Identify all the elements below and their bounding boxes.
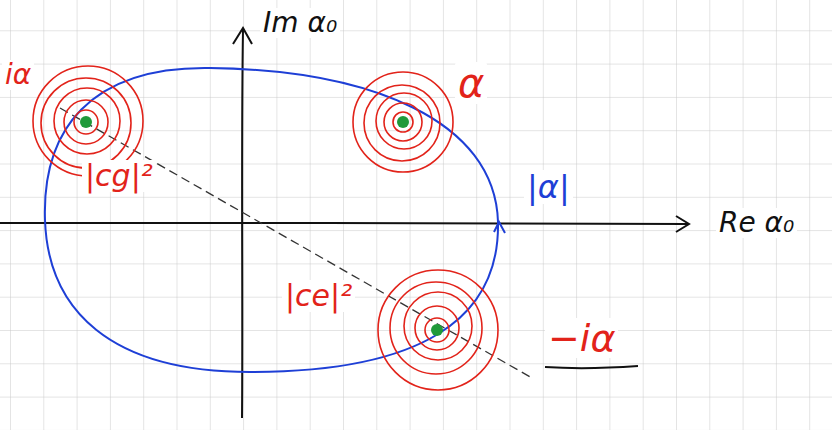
axis-arrow	[233, 28, 252, 44]
coherent-state-rings	[33, 66, 498, 390]
dashed-line	[60, 108, 532, 378]
blue-circle	[45, 68, 498, 372]
real-axis	[0, 223, 688, 224]
math-label: |ce|²	[282, 280, 355, 312]
math-label: iα	[2, 60, 34, 90]
math-label: α	[455, 62, 487, 104]
underline	[545, 366, 638, 368]
math-label: −iα	[545, 318, 618, 358]
blue-tick	[494, 222, 505, 233]
green-dots	[80, 116, 443, 336]
axis-arrow	[676, 216, 689, 232]
imaginary-axis	[242, 30, 243, 418]
math-label: |cg|²	[82, 160, 156, 192]
math-label: Im α₀	[260, 8, 340, 38]
math-label: |α|	[524, 170, 573, 204]
math-label: Re α₀	[716, 208, 797, 238]
